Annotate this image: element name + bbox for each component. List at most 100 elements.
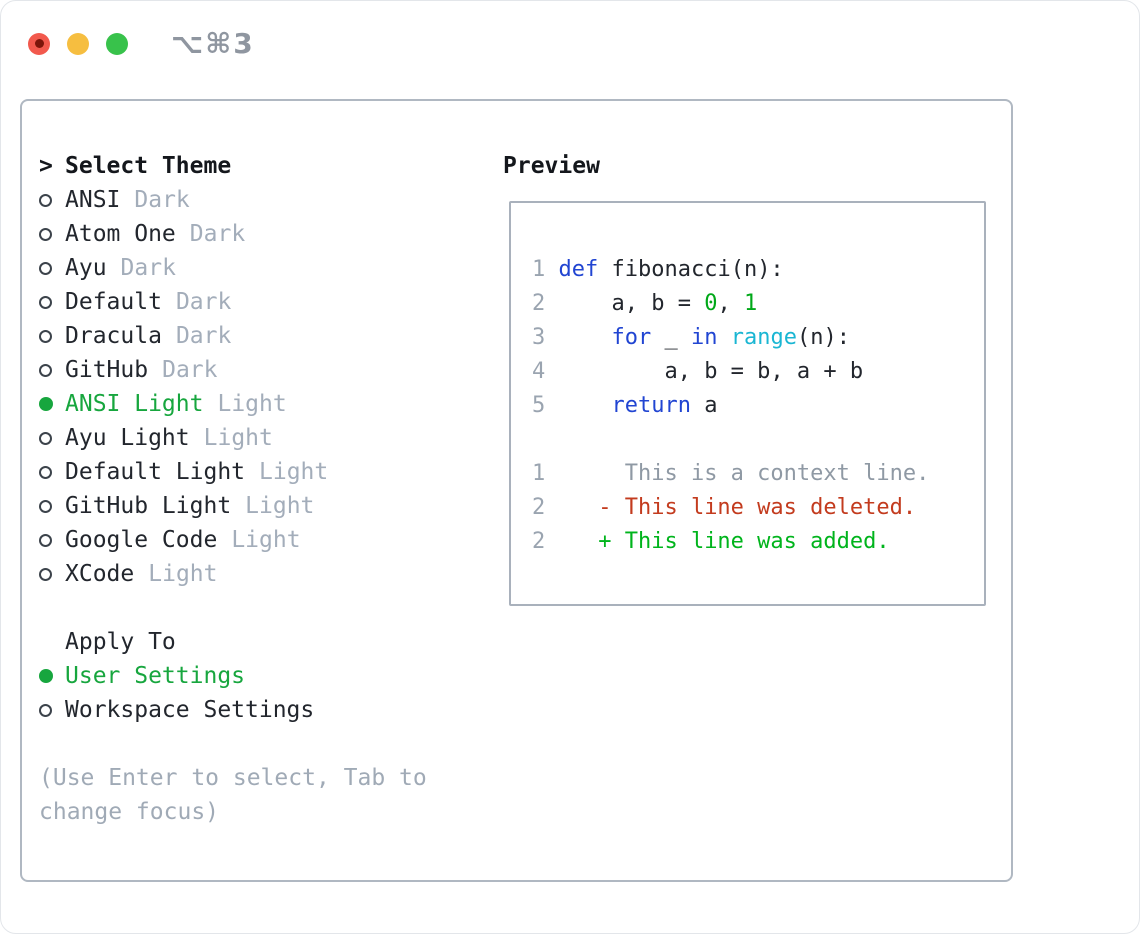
marker (39, 397, 65, 411)
radio-icon (39, 227, 52, 241)
marker (39, 295, 65, 309)
radio-selected-icon (39, 397, 53, 411)
token-plain (545, 393, 611, 418)
titlebar: ⌥⌘3 (28, 27, 255, 60)
close-button[interactable] (28, 32, 50, 55)
code-line: 4 a, b = b, a + b (532, 355, 929, 389)
close-dot-icon (34, 39, 44, 48)
option-variant-tag: Light (148, 561, 218, 587)
token-kw: def (558, 257, 599, 282)
option-label: ANSI Light (65, 391, 204, 417)
token-plain: a, b = b, a + b (545, 359, 864, 384)
radio-icon (39, 499, 52, 513)
marker (39, 363, 65, 377)
token-kw: in (690, 325, 718, 350)
option-label: Workspace Settings (65, 697, 315, 723)
line-number: 5 (532, 393, 546, 418)
radio-icon (39, 567, 52, 581)
spacer (39, 591, 499, 625)
radio-icon (39, 261, 52, 275)
marker (39, 567, 65, 581)
apply-option-user-settings[interactable]: User Settings (39, 659, 499, 693)
apply-to-heading-row: Apply To (39, 625, 499, 659)
option-label: XCode (65, 561, 135, 587)
line-number: 4 (532, 359, 546, 384)
code-line: 3 for _ in range(n): (532, 321, 929, 355)
token-fn: range (730, 325, 797, 350)
window-title: ⌥⌘3 (171, 27, 255, 60)
token-kw: return (611, 393, 691, 418)
theme-option-google-code[interactable]: Google Code Light (39, 523, 499, 557)
option-variant-tag: Dark (162, 357, 218, 383)
option-label: Atom One (65, 221, 176, 247)
line-number: 2 (532, 291, 546, 316)
apply-option-workspace-settings[interactable]: Workspace Settings (39, 693, 499, 727)
theme-option-ansi-light[interactable]: ANSI Light Light (39, 387, 499, 421)
token-plain: a, b = (545, 291, 705, 316)
marker (39, 261, 65, 275)
theme-option-github-light[interactable]: GitHub Light Light (39, 489, 499, 523)
option-variant-tag: Light (231, 527, 301, 553)
diff-line: 2 + This line was added. (532, 525, 929, 559)
theme-option-atom-one[interactable]: Atom One Dark (39, 217, 499, 251)
radio-icon (39, 193, 52, 207)
token-plain: (n): (796, 325, 850, 350)
preview-heading: Preview (503, 153, 600, 179)
token-plain (545, 257, 558, 282)
theme-option-xcode[interactable]: XCode Light (39, 557, 499, 591)
option-label: Dracula (65, 323, 162, 349)
marker (39, 431, 65, 445)
option-variant-tag: Light (245, 493, 315, 519)
option-variant-tag: Dark (120, 255, 176, 281)
radio-icon (39, 703, 52, 717)
radio-icon (39, 533, 52, 547)
token-plain: fibonacci(n): (598, 257, 784, 282)
radio-icon (39, 329, 52, 343)
line-number: 1 (532, 257, 546, 282)
option-label: Ayu (65, 255, 107, 281)
token-plain: _ (651, 325, 691, 350)
focus-prompt-icon: > (39, 153, 53, 179)
select-theme-heading-row: > Select Theme (39, 149, 499, 183)
line-number: 1 (532, 461, 546, 486)
marker (39, 703, 65, 717)
theme-option-ayu[interactable]: Ayu Dark (39, 251, 499, 285)
token-num: 0 (704, 291, 718, 316)
radio-selected-icon (39, 669, 53, 683)
maximize-button[interactable] (106, 32, 128, 55)
spacer (532, 423, 929, 457)
option-variant-tag: Light (217, 391, 287, 417)
line-number: 2 (532, 529, 546, 554)
marker (39, 227, 65, 241)
token-ctx: This is a context line. (545, 461, 930, 486)
token-plain (717, 325, 730, 350)
option-label: GitHub Light (65, 493, 232, 519)
minimize-button[interactable] (67, 32, 89, 55)
token-add: + This line was added. (545, 529, 890, 554)
code-line: 5 return a (532, 389, 929, 423)
option-variant-tag: Dark (175, 323, 232, 349)
theme-option-dracula[interactable]: Dracula Dark (39, 319, 499, 353)
token-kw: for (611, 325, 652, 350)
token-plain (545, 325, 611, 350)
spacer (39, 727, 499, 761)
marker (39, 329, 65, 343)
option-label: Google Code (65, 527, 218, 553)
option-variant-tag: Dark (134, 187, 190, 213)
select-theme-heading: Select Theme (65, 153, 232, 179)
option-label: Default Light (65, 459, 246, 485)
radio-icon (39, 465, 52, 479)
option-variant-tag: Dark (189, 221, 246, 247)
diff-line: 1 This is a context line. (532, 457, 929, 491)
marker (39, 193, 65, 207)
option-variant-tag: Dark (175, 289, 232, 315)
